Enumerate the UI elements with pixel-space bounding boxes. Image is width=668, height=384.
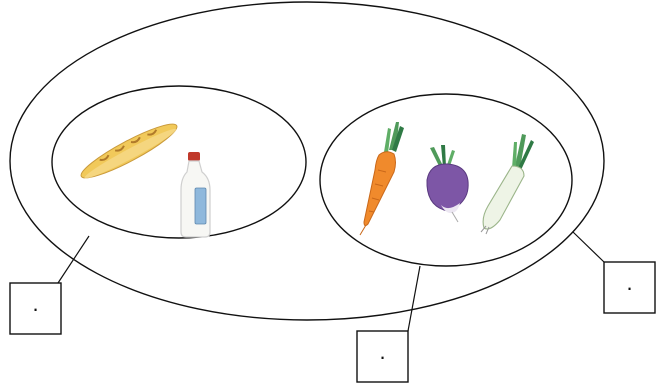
outer-set-label: · (626, 275, 633, 300)
right-set-label-box[interactable]: · (357, 331, 408, 382)
right-set-label: · (379, 344, 386, 369)
right-set-leader-line (408, 266, 420, 331)
left-set-label-box[interactable]: · (10, 283, 61, 334)
outer-set-label-box[interactable]: · (604, 262, 655, 313)
turnip-icon (427, 145, 468, 222)
outer-set-leader-line (573, 232, 604, 262)
left-set-label: · (32, 296, 39, 321)
carrot-icon (360, 122, 404, 235)
baguette-icon (77, 117, 182, 185)
left-set-ellipse (52, 86, 306, 238)
left-set-leader-line (58, 236, 89, 283)
milk-bottle-icon (181, 152, 210, 237)
leek-icon (481, 134, 534, 234)
